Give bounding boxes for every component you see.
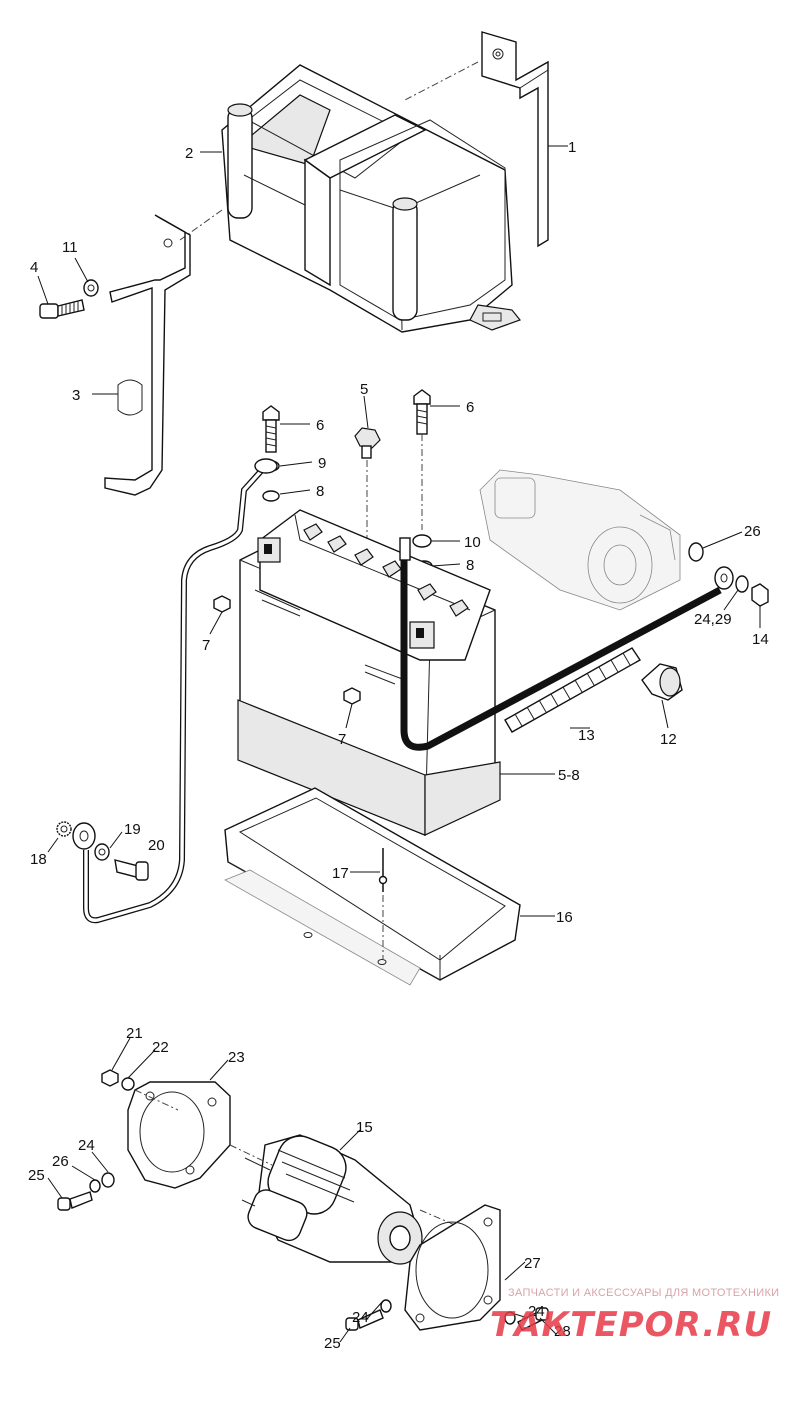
callout-24-29: 24,29 bbox=[694, 611, 732, 628]
nut-part-14 bbox=[751, 583, 769, 607]
callout-8-right: 8 bbox=[466, 557, 474, 574]
washer-part-8-left bbox=[262, 490, 280, 502]
bolt-part-6-left bbox=[262, 405, 280, 453]
callout-22: 22 bbox=[152, 1039, 169, 1056]
callout-labels: 1 2 3 4 11 5 6 6 9 8 10 8 26 24,29 14 7 … bbox=[28, 139, 769, 1352]
watermark: ЗАПЧАСТИ И АКСЕССУАРЫ ДЛЯ МОТОТЕХНИКИ ТА… bbox=[490, 1287, 779, 1345]
callout-23: 23 bbox=[228, 1049, 245, 1066]
washer-part-10 bbox=[412, 534, 432, 548]
lock-washer-part-18 bbox=[56, 821, 72, 837]
callout-15: 15 bbox=[356, 1119, 373, 1136]
callout-12: 12 bbox=[660, 731, 677, 748]
callout-7-right: 7 bbox=[338, 731, 346, 748]
pin-part-17 bbox=[378, 848, 388, 892]
callout-25-lower: 25 bbox=[324, 1335, 341, 1352]
callout-6-left: 6 bbox=[316, 417, 324, 434]
washer-part-26-top bbox=[688, 542, 704, 562]
callout-10: 10 bbox=[464, 534, 481, 551]
washer-part-24-lower-right bbox=[504, 1311, 516, 1325]
washer-part-24-29 bbox=[735, 575, 749, 593]
bracket-part-1 bbox=[481, 31, 549, 248]
washer-part-11 bbox=[83, 279, 99, 297]
protective-sleeve-part-13 bbox=[504, 647, 642, 733]
callout-1: 1 bbox=[568, 139, 576, 156]
callout-16: 16 bbox=[556, 909, 573, 926]
battery-part-5-8 bbox=[213, 509, 501, 836]
callout-19: 19 bbox=[124, 821, 141, 838]
battery-cover-part-2 bbox=[221, 64, 521, 333]
callout-21: 21 bbox=[126, 1025, 143, 1042]
bolt-part-4 bbox=[39, 299, 85, 319]
callout-2: 2 bbox=[185, 145, 193, 162]
nut-part-21 bbox=[101, 1069, 119, 1087]
bolt-part-20 bbox=[114, 859, 149, 881]
washer-part-26-lower bbox=[89, 1179, 101, 1193]
callout-26-top: 26 bbox=[744, 523, 761, 540]
battery-tray-part-16 bbox=[224, 787, 521, 986]
callout-18: 18 bbox=[30, 851, 47, 868]
washer-part-24-lower-left bbox=[380, 1299, 392, 1313]
callout-27: 27 bbox=[524, 1255, 541, 1272]
terminal-boot-part-12 bbox=[641, 663, 683, 701]
nut-part-7-left bbox=[213, 595, 231, 613]
callout-13: 13 bbox=[578, 727, 595, 744]
callout-3: 3 bbox=[72, 387, 80, 404]
callout-24-lower-right: 24 bbox=[528, 1303, 545, 1320]
callout-20: 20 bbox=[148, 837, 165, 854]
washer-part-22 bbox=[121, 1077, 135, 1091]
washer-part-19 bbox=[94, 843, 110, 861]
leader-lines bbox=[37, 145, 761, 1343]
mounting-plate-part-27 bbox=[404, 1204, 501, 1331]
callout-26-lower: 26 bbox=[52, 1153, 69, 1170]
callout-4: 4 bbox=[30, 259, 38, 276]
bolt-part-25-upper bbox=[57, 1191, 93, 1211]
callout-24-upper: 24 bbox=[78, 1137, 95, 1154]
callout-6-right: 6 bbox=[466, 399, 474, 416]
callout-28: 28 bbox=[554, 1323, 571, 1340]
watermark-tagline: ЗАПЧАСТИ И АКСЕССУАРЫ ДЛЯ МОТОТЕХНИКИ bbox=[508, 1287, 779, 1299]
callout-14: 14 bbox=[752, 631, 769, 648]
hold-down-strap-part-3 bbox=[104, 214, 191, 496]
starter-motor-part-15 bbox=[241, 1134, 423, 1265]
callout-5: 5 bbox=[360, 381, 368, 398]
positive-cable bbox=[399, 537, 734, 751]
watermark-brand: ТАКТЕРОR.RU bbox=[490, 1305, 772, 1345]
callout-24-lower-left: 24 bbox=[352, 1309, 369, 1326]
ground-cable bbox=[72, 458, 278, 924]
callout-5-8: 5-8 bbox=[558, 767, 580, 784]
starter-reference-view bbox=[479, 469, 681, 611]
callout-25-upper: 25 bbox=[28, 1167, 45, 1184]
callout-17: 17 bbox=[332, 865, 349, 882]
callout-9: 9 bbox=[318, 455, 326, 472]
callout-7-left: 7 bbox=[202, 637, 210, 654]
callout-11: 11 bbox=[62, 239, 78, 256]
callout-8-left: 8 bbox=[316, 483, 324, 500]
nut-part-7-right bbox=[343, 687, 361, 705]
washer-part-24-upper bbox=[101, 1172, 115, 1188]
bolt-part-6-right bbox=[413, 389, 431, 435]
terminal-cap-part-5 bbox=[354, 427, 381, 459]
bolt-part-25-lower bbox=[345, 1309, 384, 1331]
gasket-plate-part-23 bbox=[127, 1081, 231, 1189]
